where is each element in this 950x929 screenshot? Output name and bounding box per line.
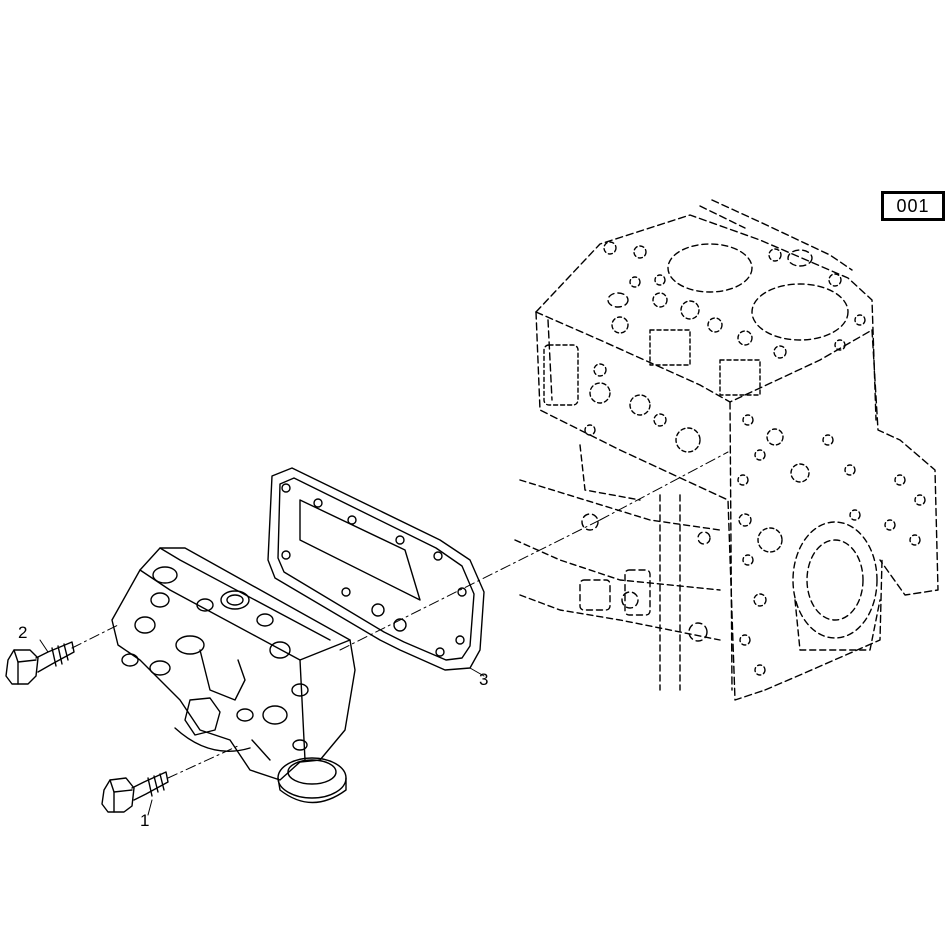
callout-1: 1	[140, 811, 150, 830]
callout-2: 2	[18, 623, 28, 642]
reference-code: 001	[896, 195, 930, 216]
center-lines	[71, 451, 729, 779]
leader-lines	[39, 639, 485, 816]
reference-code-box: 001	[881, 191, 945, 221]
bolt-part-1	[101, 771, 169, 813]
callout-3: 3	[479, 670, 489, 689]
gasket-part-3	[267, 467, 485, 671]
bolt-part-2	[5, 641, 75, 685]
engine-block	[514, 199, 939, 701]
oil-cooler-housing	[111, 547, 356, 804]
